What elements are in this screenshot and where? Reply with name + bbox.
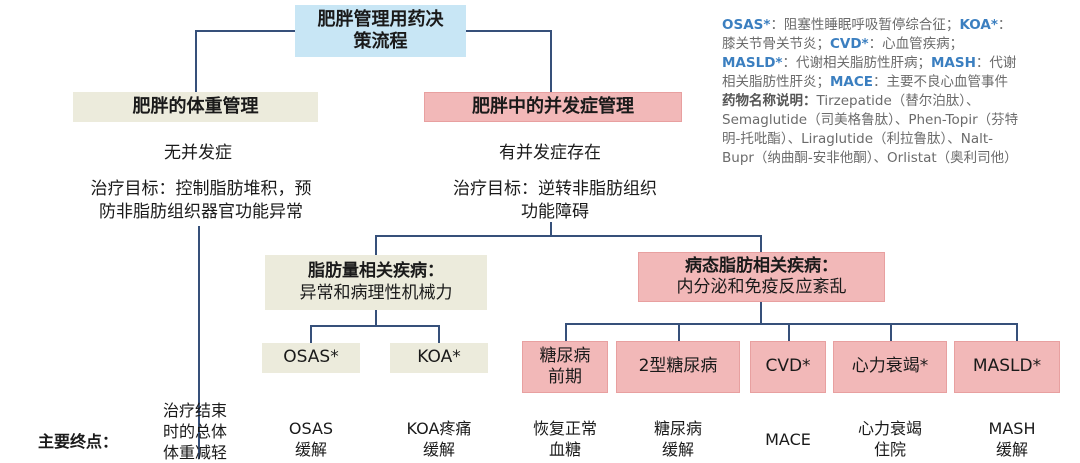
connector bbox=[310, 325, 440, 327]
disease-t2d-label: 2型糖尿病 bbox=[638, 356, 718, 377]
legend-cvd-key: CVD* bbox=[830, 36, 869, 52]
left-goal-line2: 防非脂肪组织器官功能异常 bbox=[99, 201, 303, 222]
connector bbox=[375, 235, 377, 255]
endpoint-cvd-line1: MACE bbox=[765, 430, 811, 449]
fat-mass-disease-node: 脂肪量相关疾病： 异常和病理性机械力 bbox=[265, 255, 487, 310]
left-goal: 治疗目标：控制脂肪堆积，预 防非脂肪组织器官功能异常 bbox=[66, 178, 336, 224]
fat-mass-subtitle: 异常和病理性机械力 bbox=[299, 282, 453, 303]
root-title-line1: 肥胖管理用药决 bbox=[317, 8, 444, 30]
connector bbox=[195, 30, 197, 92]
endpoint-t2d: 糖尿病 缓解 bbox=[628, 418, 728, 460]
connector bbox=[550, 222, 552, 236]
endpoint-heart-failure-line1: 心力衰竭 bbox=[857, 419, 922, 438]
connector bbox=[760, 235, 762, 255]
legend-mace-def: ：主要不良心血管事件 bbox=[873, 74, 1009, 90]
disease-koa-label: KOA* bbox=[417, 347, 461, 368]
connector bbox=[678, 323, 680, 341]
connector bbox=[438, 325, 440, 343]
endpoint-weight-loss-line2: 时的总体 bbox=[162, 422, 227, 441]
root-title-line2: 策流程 bbox=[353, 31, 408, 52]
legend-osas-def: ：阻塞性睡眠呼吸暂停综合征； bbox=[770, 17, 960, 33]
right-goal: 治疗目标：逆转非脂肪组织 功能障碍 bbox=[430, 178, 680, 224]
legend-mash-def: ：代谢相关脂肪性肝炎； bbox=[722, 55, 1017, 90]
disease-koa: KOA* bbox=[390, 343, 488, 373]
legend-masld-key: MASLD* bbox=[722, 55, 783, 71]
disease-masld-label: MASLD* bbox=[972, 356, 1042, 377]
right-condition: 有并发症存在 bbox=[499, 143, 601, 163]
legend-mash-key: MASH bbox=[930, 55, 976, 71]
disease-heart-failure-label: 心力衰竭* bbox=[851, 356, 929, 377]
endpoint-prediabetes-line2: 血糖 bbox=[548, 440, 581, 459]
sick-fat-subtitle: 内分泌和免疫反应紊乱 bbox=[676, 277, 847, 297]
disease-cvd: CVD* bbox=[750, 341, 826, 393]
left-goal-line1: 治疗目标：控制脂肪堆积，预 bbox=[90, 179, 312, 199]
endpoint-koa-line2: 缓解 bbox=[422, 440, 455, 459]
endpoint-weight-loss-line1: 治疗结束 bbox=[162, 401, 227, 420]
connector bbox=[565, 323, 567, 341]
endpoint-weight-loss: 治疗结束 时的总体 体重减轻 bbox=[150, 400, 240, 463]
sick-fat-title: 病态脂肪相关疾病： bbox=[685, 255, 838, 276]
legend-osas-key: OSAS* bbox=[722, 17, 771, 33]
legend-drug-label: 药物名称说明： bbox=[722, 93, 817, 109]
legend-koa-key: KOA* bbox=[959, 17, 998, 33]
weight-management-node: 肥胖的体重管理 bbox=[73, 92, 318, 122]
disease-prediabetes: 糖尿病 前期 bbox=[522, 341, 608, 393]
endpoint-prediabetes: 恢复正常 血糖 bbox=[515, 418, 615, 460]
root-node: 肥胖管理用药决 策流程 bbox=[295, 5, 466, 57]
connector bbox=[198, 226, 200, 459]
endpoint-cvd: MACE bbox=[740, 429, 836, 450]
right-goal-line1: 治疗目标：逆转非脂肪组织 bbox=[453, 179, 657, 199]
complication-management-node: 肥胖中的并发症管理 bbox=[424, 92, 682, 122]
endpoint-masld-line1: MASH bbox=[988, 419, 1036, 438]
connector bbox=[565, 323, 1018, 325]
legend-cvd-def: ：心血管疾病； bbox=[868, 36, 964, 52]
sick-fat-disease-node: 病态脂肪相关疾病： 内分泌和免疫反应紊乱 bbox=[638, 252, 885, 302]
abbreviation-legend: OSAS*：阻塞性睡眠呼吸暂停综合征；KOA*：膝关节骨关节炎；CVD*：心血管… bbox=[722, 16, 1022, 168]
connector bbox=[1016, 323, 1018, 341]
endpoint-osas-line1: OSAS bbox=[288, 419, 334, 438]
right-goal-line2: 功能障碍 bbox=[521, 201, 589, 222]
disease-prediabetes-line1: 糖尿病 bbox=[539, 345, 591, 366]
connector bbox=[760, 302, 762, 324]
connector bbox=[195, 30, 295, 32]
complication-management-title: 肥胖中的并发症管理 bbox=[472, 95, 634, 117]
connector bbox=[375, 310, 377, 326]
legend-masld-def: ：代谢相关脂肪性肝病； bbox=[782, 55, 931, 71]
disease-masld: MASLD* bbox=[954, 341, 1060, 393]
left-condition: 无并发症 bbox=[164, 143, 232, 163]
disease-osas-label: OSAS* bbox=[283, 347, 339, 368]
connector bbox=[310, 325, 312, 343]
disease-cvd-label: CVD* bbox=[765, 356, 811, 377]
disease-osas: OSAS* bbox=[262, 343, 360, 373]
endpoint-masld: MASH 缓解 bbox=[962, 418, 1062, 460]
legend-koa-def: ：膝关节骨关节炎； bbox=[722, 17, 1012, 52]
endpoint-prediabetes-line1: 恢复正常 bbox=[532, 419, 597, 438]
disease-prediabetes-line2: 前期 bbox=[548, 367, 582, 387]
legend-drug-text: Tirzepatide（替尔泊肽）、Semaglutide（司美格鲁肽）、Phe… bbox=[722, 93, 1019, 166]
main-endpoint-label: 主要终点： bbox=[38, 432, 119, 451]
connector bbox=[788, 323, 790, 341]
connector bbox=[890, 323, 892, 341]
endpoint-heart-failure: 心力衰竭 住院 bbox=[840, 418, 940, 460]
connector bbox=[550, 30, 552, 92]
connector bbox=[375, 235, 761, 237]
endpoint-masld-line2: 缓解 bbox=[995, 440, 1028, 459]
endpoint-heart-failure-line2: 住院 bbox=[873, 440, 906, 459]
fat-mass-title: 脂肪量相关疾病： bbox=[308, 261, 444, 282]
connector bbox=[466, 30, 551, 32]
legend-mace-key: MACE bbox=[830, 74, 874, 90]
endpoint-t2d-line1: 糖尿病 bbox=[653, 419, 702, 438]
disease-t2d: 2型糖尿病 bbox=[616, 341, 740, 393]
endpoint-osas-line2: 缓解 bbox=[294, 440, 327, 459]
endpoint-koa-line1: KOA疼痛 bbox=[406, 419, 472, 438]
endpoint-koa: KOA疼痛 缓解 bbox=[385, 418, 493, 460]
weight-management-title: 肥胖的体重管理 bbox=[132, 95, 259, 117]
disease-heart-failure: 心力衰竭* bbox=[833, 341, 947, 393]
endpoint-t2d-line2: 缓解 bbox=[661, 440, 694, 459]
endpoint-weight-loss-line3: 体重减轻 bbox=[162, 443, 227, 462]
endpoint-osas: OSAS 缓解 bbox=[262, 418, 360, 460]
